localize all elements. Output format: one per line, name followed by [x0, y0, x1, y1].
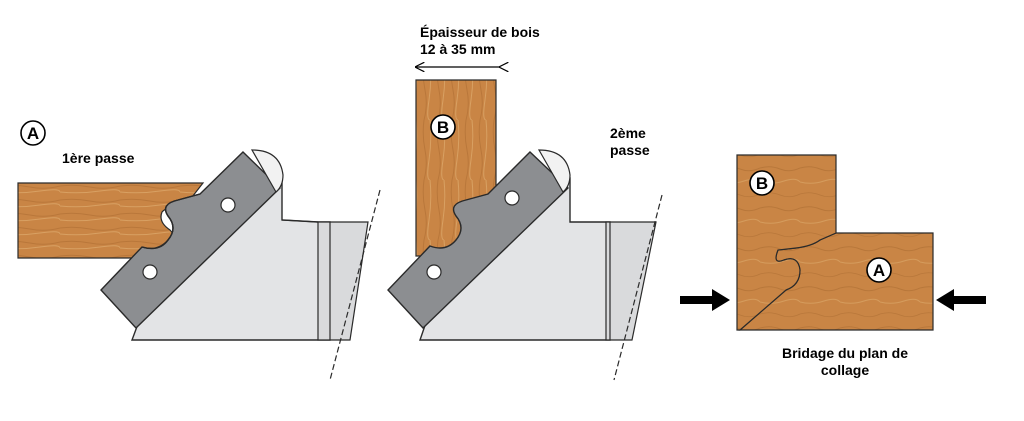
- marker-a-right: A: [866, 257, 892, 283]
- first-pass-assembly: [17, 149, 381, 381]
- second-pass-label-line2: passe: [610, 142, 650, 158]
- joint-assembly: [680, 154, 986, 331]
- screw-hole: [220, 197, 236, 213]
- screw-hole: [504, 190, 520, 206]
- second-pass-label-line1: 2ème: [610, 125, 646, 141]
- cutter-blade-middle: [387, 151, 570, 330]
- screw-hole: [142, 264, 158, 280]
- marker-b-middle: B: [430, 114, 456, 140]
- axis-line-middle: [613, 194, 663, 381]
- svg-text:B: B: [437, 118, 449, 137]
- clamp-label: Bridage du plan de collage: [755, 345, 935, 379]
- clamp-arrow-right: [936, 289, 986, 311]
- marker-a-left: A: [20, 120, 46, 146]
- spindle-collar-left: [317, 221, 369, 341]
- thickness-label-line1: Épaisseur de bois: [420, 24, 540, 40]
- marker-b-right: B: [749, 170, 775, 196]
- clamp-arrow-left: [680, 289, 730, 311]
- svg-text:A: A: [873, 261, 885, 280]
- second-pass-assembly: [387, 67, 663, 381]
- svg-text:B: B: [756, 174, 768, 193]
- second-pass-label: 2ème passe: [610, 125, 650, 159]
- thickness-label: Épaisseur de bois 12 à 35 mm: [420, 24, 540, 58]
- joined-piece-b: [736, 154, 837, 331]
- clamp-label-line1: Bridage du plan de: [781, 345, 908, 361]
- first-pass-label: 1ère passe: [62, 150, 135, 166]
- thickness-label-line2: 12 à 35 mm: [420, 41, 496, 57]
- blade-tip-middle: [537, 149, 571, 193]
- screw-hole: [426, 264, 442, 280]
- clamp-label-line2: collage: [820, 362, 870, 378]
- axis-line-left: [329, 189, 381, 381]
- spindle-collar-middle: [605, 221, 657, 341]
- svg-text:A: A: [27, 124, 39, 143]
- blade-tip-left: [250, 149, 284, 193]
